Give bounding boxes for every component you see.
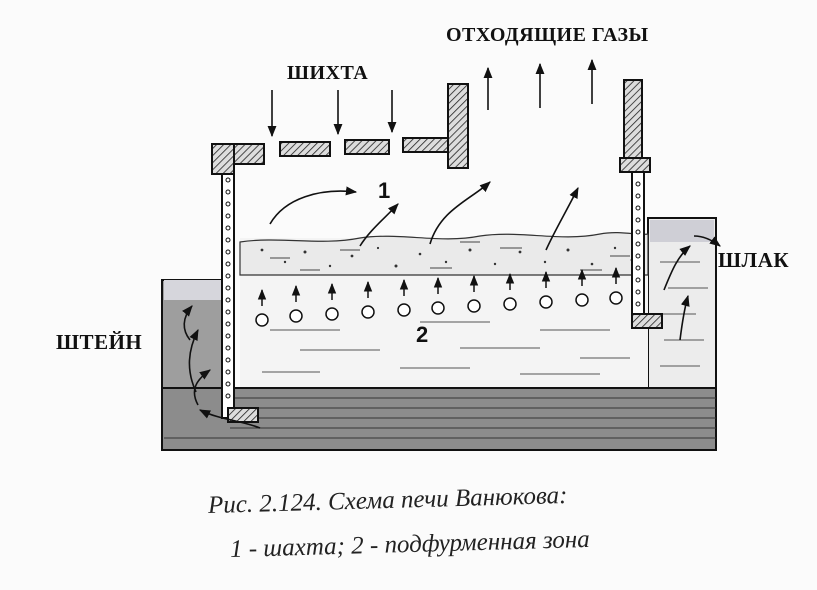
left-wall bbox=[221, 167, 259, 423]
right-wall bbox=[619, 79, 663, 329]
tuyere-arrows bbox=[257, 266, 621, 306]
furnace-bath bbox=[239, 231, 649, 388]
zone-2-label: 2 bbox=[416, 322, 429, 347]
matte-label: ШТЕЙН bbox=[56, 330, 143, 354]
tuyere-bubbles bbox=[255, 291, 623, 327]
shaft-flow-arrows bbox=[182, 181, 721, 429]
off-gases-label: ОТХОДЯЩИЕ ГАЗЫ bbox=[446, 24, 649, 46]
furnace-roof bbox=[211, 83, 469, 175]
off-gas-arrows bbox=[483, 58, 597, 110]
charge-label: ШИХТА bbox=[287, 62, 369, 84]
charge-arrows bbox=[267, 90, 397, 138]
wall-holes bbox=[225, 177, 231, 399]
slag-label: ШЛАК bbox=[718, 248, 790, 272]
zone-1-label: 1 bbox=[378, 178, 391, 203]
